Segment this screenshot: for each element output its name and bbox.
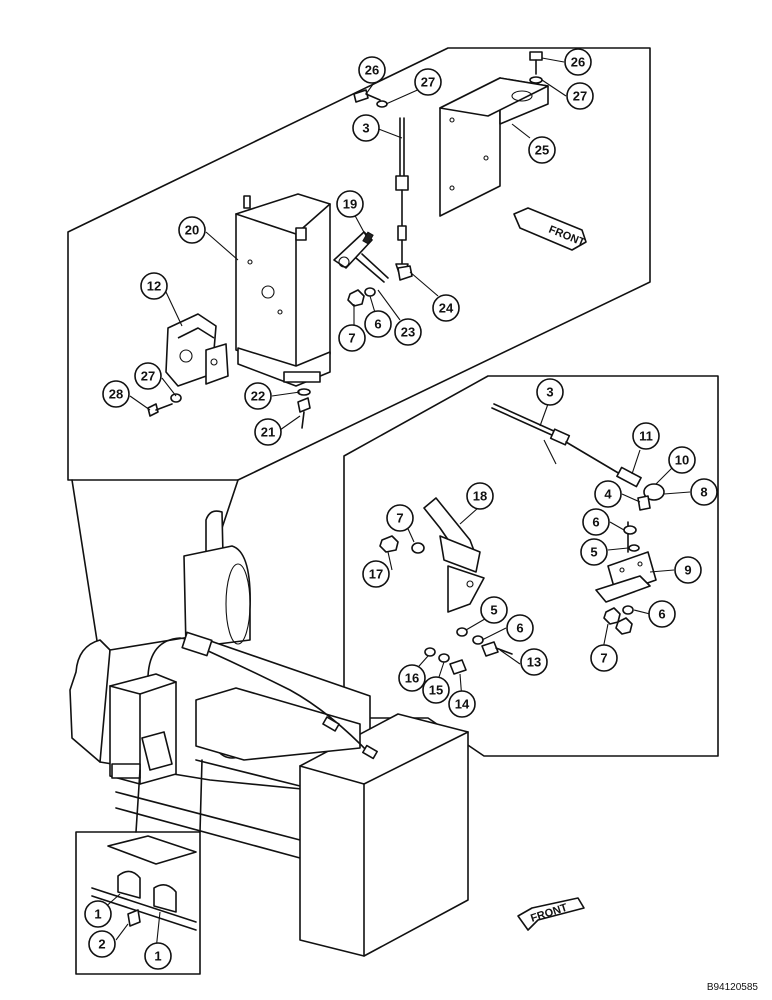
svg-text:1: 1 xyxy=(154,949,161,964)
svg-text:8: 8 xyxy=(700,485,707,500)
callout-top-6: 6 xyxy=(364,310,392,338)
front-arrow-top: FRONT xyxy=(513,207,587,251)
svg-text:27: 27 xyxy=(573,89,587,104)
callout-right-15: 15 xyxy=(422,676,450,704)
svg-text:11: 11 xyxy=(639,429,653,444)
lever-assembly xyxy=(333,231,389,283)
svg-text:5: 5 xyxy=(490,603,497,618)
svg-text:26: 26 xyxy=(571,55,585,70)
svg-text:6: 6 xyxy=(374,317,381,332)
svg-text:6: 6 xyxy=(592,515,599,530)
callout-right-13: 13 xyxy=(520,648,548,676)
callout-top-27b: 27 xyxy=(566,82,594,110)
front-arrow-bottom: FRONT xyxy=(517,897,585,931)
cable-bracket xyxy=(423,497,485,613)
callout-right-4: 4 xyxy=(594,480,622,508)
svg-text:21: 21 xyxy=(261,425,275,440)
svg-text:5: 5 xyxy=(590,545,597,560)
mounting-bracket xyxy=(439,77,549,217)
svg-text:18: 18 xyxy=(473,489,487,504)
callout-top-27a: 27 xyxy=(414,68,442,96)
callout-right-6c: 6 xyxy=(648,600,676,628)
callout-right-16: 16 xyxy=(398,664,426,692)
svg-text:7: 7 xyxy=(396,511,403,526)
svg-text:3: 3 xyxy=(362,121,369,136)
callout-right-3: 3 xyxy=(536,378,564,406)
callout-right-7b: 7 xyxy=(590,644,618,672)
svg-text:23: 23 xyxy=(401,325,415,340)
callout-top-12: 12 xyxy=(140,272,168,300)
svg-text:4: 4 xyxy=(604,487,612,502)
right-detail-panel xyxy=(343,375,719,757)
callout-top-26b: 26 xyxy=(564,48,592,76)
svg-text:25: 25 xyxy=(535,143,549,158)
svg-text:27: 27 xyxy=(141,369,155,384)
callout-top-22: 22 xyxy=(244,382,272,410)
svg-text:19: 19 xyxy=(343,197,357,212)
callout-inset-1b: 1 xyxy=(144,942,172,970)
callout-right-11: 11 xyxy=(632,422,660,450)
callout-top-7: 7 xyxy=(338,324,366,352)
svg-text:6: 6 xyxy=(516,621,523,636)
svg-text:1: 1 xyxy=(94,907,101,922)
svg-text:27: 27 xyxy=(421,75,435,90)
callout-top-24: 24 xyxy=(432,294,460,322)
callout-inset-2: 2 xyxy=(88,930,116,958)
callout-top-21: 21 xyxy=(254,418,282,446)
callout-right-7a: 7 xyxy=(386,504,414,532)
svg-text:16: 16 xyxy=(405,671,419,686)
control-box-housing xyxy=(235,193,331,387)
svg-text:6: 6 xyxy=(658,607,665,622)
svg-text:13: 13 xyxy=(527,655,541,670)
svg-text:10: 10 xyxy=(675,453,689,468)
callout-right-14: 14 xyxy=(448,690,476,718)
svg-text:12: 12 xyxy=(147,279,161,294)
svg-text:9: 9 xyxy=(684,563,691,578)
callout-top-27c: 27 xyxy=(134,362,162,390)
mounting-plate xyxy=(595,521,657,603)
callout-right-18: 18 xyxy=(466,482,494,510)
throttle-cable-upper xyxy=(395,117,409,277)
svg-text:24: 24 xyxy=(439,301,454,316)
callout-right-6a: 6 xyxy=(582,508,610,536)
callout-right-10: 10 xyxy=(668,446,696,474)
throttle-cable-right xyxy=(491,403,665,501)
callout-right-5a: 5 xyxy=(580,538,608,566)
svg-text:22: 22 xyxy=(251,389,265,404)
solenoid-unit xyxy=(165,313,229,387)
leader-lines xyxy=(101,57,691,951)
svg-text:2: 2 xyxy=(98,937,105,952)
svg-text:26: 26 xyxy=(365,63,379,78)
callout-right-9: 9 xyxy=(674,556,702,584)
svg-text:7: 7 xyxy=(600,651,607,666)
callout-top-26a: 26 xyxy=(358,56,386,84)
clamp-inset xyxy=(75,759,203,975)
callout-top-19: 19 xyxy=(336,190,364,218)
svg-text:17: 17 xyxy=(369,567,383,582)
callout-right-17: 17 xyxy=(362,560,390,588)
callout-top-20: 20 xyxy=(178,216,206,244)
callout-right-6b: 6 xyxy=(506,614,534,642)
callout-top-28: 28 xyxy=(102,380,130,408)
svg-text:28: 28 xyxy=(109,387,123,402)
callout-top-25: 25 xyxy=(528,136,556,164)
callout-right-5b: 5 xyxy=(480,596,508,624)
svg-text:14: 14 xyxy=(455,697,470,712)
svg-text:7: 7 xyxy=(348,331,355,346)
callout-top-3: 3 xyxy=(352,114,380,142)
svg-text:20: 20 xyxy=(185,223,199,238)
callout-inset-1a: 1 xyxy=(84,900,112,928)
machine-body xyxy=(69,510,469,957)
top-fasteners xyxy=(147,51,543,429)
svg-text:15: 15 xyxy=(429,683,443,698)
document-code: B94120585 xyxy=(707,982,759,993)
callout-right-8: 8 xyxy=(690,478,718,506)
callout-top-23: 23 xyxy=(394,318,422,346)
svg-text:3: 3 xyxy=(546,385,553,400)
